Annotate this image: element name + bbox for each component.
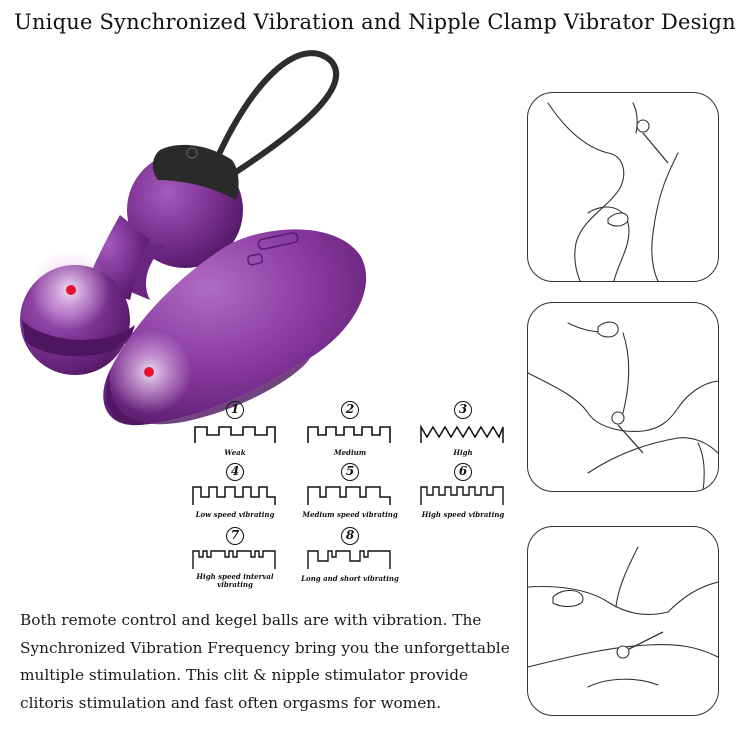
- usage-illustration-icon: [528, 321, 718, 491]
- mode-5: 5 Medium speed vibrating: [300, 463, 400, 523]
- mode-number: 8: [341, 527, 359, 545]
- mode-label: High: [453, 448, 473, 457]
- mode-label: Long and short vibrating: [301, 574, 399, 583]
- vibration-modes: 1 Weak 2 Medium 3 High 4 Low speed vibra…: [185, 395, 515, 595]
- waveform-icon: [194, 426, 276, 443]
- remote-control: [103, 229, 367, 426]
- waveform-icon: [307, 486, 391, 505]
- mode-label: Medium speed vibrating: [302, 510, 398, 519]
- vibration-point-icon: [66, 285, 76, 295]
- waveform-icon: [420, 424, 504, 443]
- mode-label: Low speed vibrating: [195, 510, 275, 519]
- mode-number: 1: [226, 401, 244, 419]
- mode-number: 5: [341, 463, 359, 481]
- mode-label: Medium: [333, 448, 367, 457]
- description: Both remote control and kegel balls are …: [20, 611, 510, 712]
- mode-label: High speed interval vibrating: [196, 572, 274, 589]
- headline: Unique Synchronized Vibration and Nipple…: [14, 10, 736, 34]
- usage-illustration-icon: [528, 546, 718, 688]
- usage-panel-1: [527, 92, 719, 282]
- usage-panel-3: [527, 526, 719, 716]
- usage-panel-2: [527, 302, 719, 492]
- mode-number: 6: [454, 463, 472, 481]
- waveform-icon: [307, 550, 391, 569]
- waveform-icon: [192, 550, 276, 569]
- mode-3: 3 High: [413, 395, 513, 457]
- mode-7: 7 High speed interval vibrating: [185, 527, 285, 589]
- mode-label: Weak: [224, 448, 246, 457]
- product-illustration: [20, 50, 367, 426]
- waveform-icon: [192, 486, 276, 505]
- mode-number: 4: [226, 463, 244, 481]
- vibration-point-icon: [144, 367, 154, 377]
- kegel-balls: [20, 144, 243, 375]
- mode-1: 1 Weak: [185, 395, 285, 457]
- mode-4: 4 Low speed vibrating: [185, 463, 285, 523]
- loop-cord: [209, 50, 340, 175]
- waveform-icon: [420, 486, 504, 505]
- mode-2: 2 Medium: [300, 395, 400, 457]
- waveform-icon: [307, 426, 391, 443]
- mode-6: 6 High speed vibrating: [413, 463, 513, 523]
- mode-8: 8 Long and short vibrating: [300, 527, 400, 587]
- mode-number: 2: [341, 401, 359, 419]
- mode-number: 3: [454, 401, 472, 419]
- mode-label: High speed vibrating: [421, 510, 505, 519]
- mode-number: 7: [226, 527, 244, 545]
- usage-illustration-icon: [547, 102, 679, 281]
